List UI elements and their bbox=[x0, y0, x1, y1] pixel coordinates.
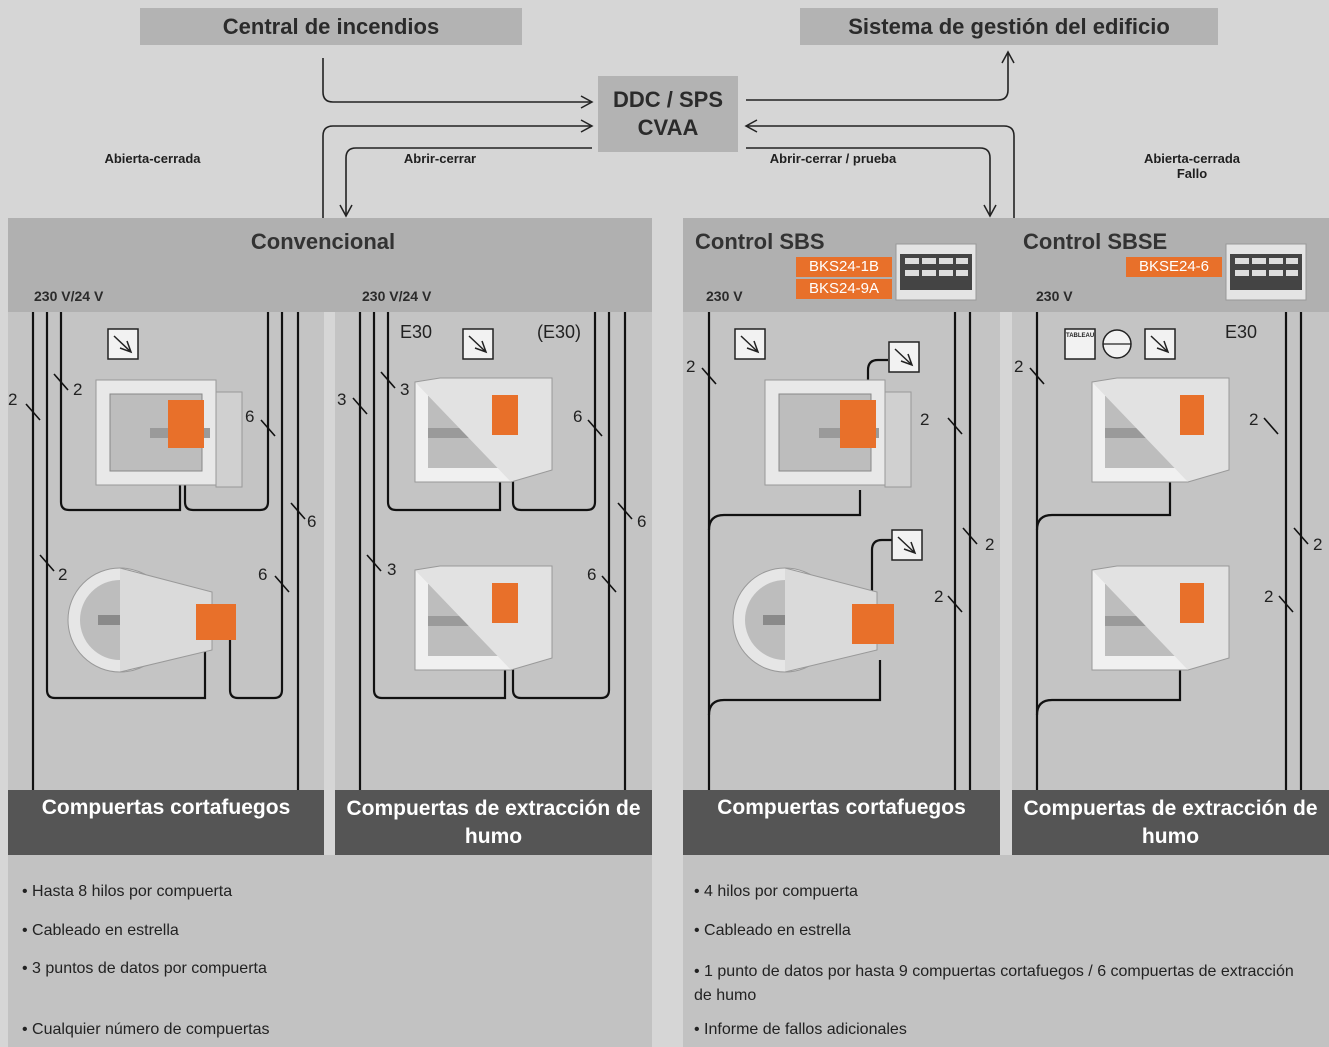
flow-left-inner: Abrir-cerrar bbox=[403, 151, 477, 166]
flow-right-inner: Abrir-cerrar / prueba bbox=[769, 151, 897, 166]
wire-count: 2 bbox=[1249, 410, 1259, 429]
e30-paren-label: (E30) bbox=[537, 322, 582, 342]
sbs-controller-icon bbox=[895, 243, 977, 301]
fire-damper-3-icon bbox=[764, 379, 912, 488]
ddc-box: DDC / SPS CVAA bbox=[598, 76, 738, 152]
wire-count: 2 bbox=[1313, 535, 1323, 554]
left-bullet: • Hasta 8 hilos por compuerta bbox=[22, 883, 233, 900]
right-info-area bbox=[683, 855, 1329, 1047]
wire-count: 6 bbox=[587, 565, 597, 584]
wire-count: 3 bbox=[400, 380, 410, 399]
wire-count: 2 bbox=[73, 380, 83, 399]
conventional-title: Convencional bbox=[250, 229, 396, 254]
left-header bbox=[8, 218, 652, 312]
left-bullet: • Cualquier número de compuertas bbox=[22, 1021, 270, 1038]
fire-central-box: Central de incendios bbox=[140, 8, 522, 45]
flow-right-outer: Abierta-cerrada Fallo bbox=[1143, 151, 1241, 181]
footer-gap-right bbox=[683, 826, 1000, 855]
left-info-area bbox=[8, 855, 652, 1047]
wire-count: 2 bbox=[1014, 357, 1024, 376]
smoke-damper-1-icon bbox=[414, 377, 553, 483]
left-bullet: • 3 puntos de datos por compuerta bbox=[22, 960, 267, 977]
badge-bkse24-6: BKSE24-6 bbox=[1126, 257, 1222, 277]
wire-count: 6 bbox=[245, 407, 255, 426]
wire-count: 3 bbox=[337, 390, 347, 409]
wire-count: 6 bbox=[258, 565, 268, 584]
wire-count: 2 bbox=[934, 587, 944, 606]
footer-gap-left bbox=[8, 826, 324, 855]
ddc-line1: DDC / SPS bbox=[612, 87, 724, 112]
tableau-label: TABLEAU bbox=[1066, 333, 1095, 339]
right-voltage-a: 230 V bbox=[706, 288, 743, 304]
wire-count: 6 bbox=[307, 512, 317, 531]
left-voltage-a: 230 V/24 V bbox=[34, 288, 104, 304]
wire-count: 6 bbox=[637, 512, 647, 531]
bms-box: Sistema de gestión del edificio bbox=[800, 8, 1218, 45]
right-bullet: • 4 hilos por compuerta bbox=[694, 883, 858, 900]
left-voltage-b: 230 V/24 V bbox=[362, 288, 432, 304]
wire-count: 3 bbox=[387, 560, 397, 579]
badge-bks24-1b: BKS24-1B bbox=[796, 257, 892, 277]
e30-label-right: E30 bbox=[1225, 322, 1258, 342]
wire-count: 2 bbox=[58, 565, 68, 584]
right-bullet: • Cableado en estrella bbox=[694, 922, 851, 939]
fire-damper-4-icon bbox=[732, 567, 894, 673]
sbse-title: Control SBSE bbox=[1023, 229, 1168, 254]
right-bullet: • Informe de fallos adicionales bbox=[694, 1021, 907, 1038]
footer-fire-dampers-left: Compuertas cortafuegos bbox=[8, 790, 324, 826]
footer-smoke-dampers-left: Compuertas de extracción de humo bbox=[335, 790, 652, 855]
sbs-title: Control SBS bbox=[695, 229, 825, 254]
wire-count: 2 bbox=[985, 535, 995, 554]
flow-left-outer: Abierta-cerrada bbox=[104, 151, 201, 166]
smoke-damper-3-icon bbox=[1091, 377, 1230, 483]
right-voltage-b: 230 V bbox=[1036, 288, 1073, 304]
fire-damper-1-icon bbox=[95, 379, 243, 488]
footer-fire-dampers-right: Compuertas cortafuegos bbox=[683, 790, 1000, 826]
wire-count: 2 bbox=[920, 410, 930, 429]
sbse-controller-icon bbox=[1225, 243, 1307, 301]
left-bullet: • Cableado en estrella bbox=[22, 922, 179, 939]
smoke-damper-2-icon bbox=[414, 565, 553, 671]
right-bullet: • 1 punto de datos por hasta 9 compuerta… bbox=[694, 963, 1294, 1004]
smoke-detector-icon bbox=[107, 328, 139, 360]
wire-count: 6 bbox=[573, 407, 583, 426]
ddc-line2: CVAA bbox=[637, 115, 699, 140]
smoke-damper-4-icon bbox=[1091, 565, 1230, 671]
fire-damper-2-icon bbox=[67, 567, 236, 673]
badge-bks24-9a: BKS24-9A bbox=[796, 279, 892, 299]
wire-count: 2 bbox=[686, 357, 696, 376]
e30-label-left: E30 bbox=[400, 322, 433, 342]
wire-count: 2 bbox=[1264, 587, 1274, 606]
footer-smoke-dampers-right: Compuertas de extracción de humo bbox=[1012, 790, 1329, 855]
wire-count: 2 bbox=[8, 390, 18, 409]
